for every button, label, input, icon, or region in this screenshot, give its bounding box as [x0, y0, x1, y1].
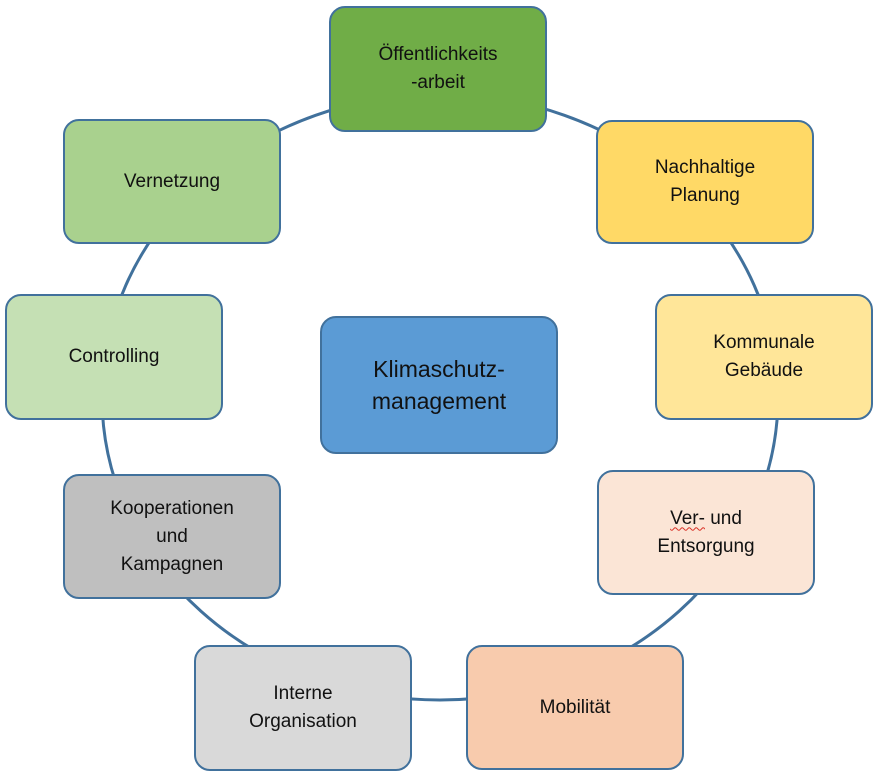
node-kooperationen-und-kampagnen: Kooperationen und Kampagnen — [63, 474, 281, 599]
node-vernetzung-line-1: Vernetzung — [123, 170, 221, 192]
node-ver-und-entsorgung: Ver- und Entsorgung — [597, 470, 815, 595]
node-nachhaltige-planung-line-1: Nachhaltige — [654, 157, 756, 178]
node-oeffentlichkeitsarbeit-line-1: Öffentlichkeits — [378, 44, 498, 65]
node-interne-organisation-line-1: Interne — [273, 683, 333, 704]
node-kommunale-gebaeude-line-1: Kommunale — [713, 332, 815, 353]
node-nachhaltige-planung: Nachhaltige Planung — [596, 120, 814, 244]
node-oeffentlichkeitsarbeit: Öffentlichkeits -arbeit — [329, 6, 547, 132]
node-kooperationen-line-2: und — [156, 525, 188, 547]
node-ver-und-entsorgung-line-1: Ver- und — [657, 505, 754, 533]
center-node-line-1: Klimaschutz- — [373, 356, 505, 382]
node-ver-und-entsorgung-line-2: Entsorgung — [657, 535, 755, 557]
node-mobilitaet: Mobilität — [466, 645, 684, 770]
node-kooperationen-line-3: Kampagnen — [120, 553, 224, 575]
node-interne-organisation-line-2: Organisation — [249, 711, 357, 732]
node-kommunale-gebaeude-line-2: Gebäude — [724, 360, 804, 381]
node-interne-organisation: Interne Organisation — [194, 645, 412, 771]
center-node-klimaschutzmanagement: Klimaschutz- management — [320, 316, 558, 454]
node-ver-und-entsorgung-line-1-rest: und — [704, 507, 742, 529]
node-controlling: Controlling — [5, 294, 223, 420]
node-nachhaltige-planung-line-2: Planung — [670, 185, 740, 206]
node-controlling-line-1: Controlling — [68, 346, 160, 367]
node-kommunale-gebaeude: Kommunale Gebäude — [655, 294, 873, 420]
node-oeffentlichkeitsarbeit-line-2: -arbeit — [411, 72, 465, 93]
spellcheck-word-ver: Ver- — [670, 507, 705, 529]
node-vernetzung: Vernetzung — [63, 119, 281, 244]
node-mobilitaet-line-1: Mobilität — [539, 696, 611, 718]
node-kooperationen-line-1: Kooperationen — [110, 497, 234, 519]
center-node-line-2: management — [371, 388, 507, 414]
